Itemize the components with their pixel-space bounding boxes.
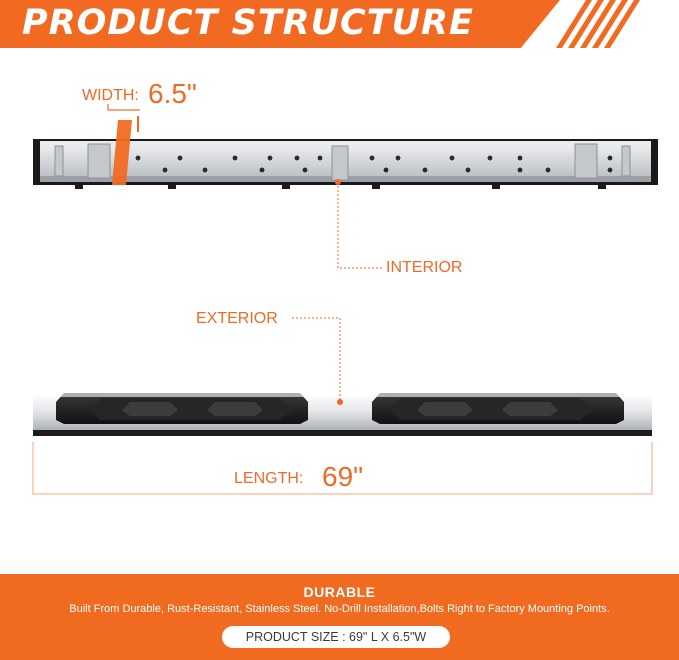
footer-description: Built From Durable, Rust-Resistant, Stai… [69,603,610,615]
length-value: 69" [322,461,364,492]
interior-bar [33,139,658,189]
width-indicator [107,104,140,185]
footer-title: DURABLE [303,584,376,600]
width-label: WIDTH: [82,87,139,104]
length-label: LENGTH: [234,470,304,487]
interior-leader [337,182,383,269]
interior-point [335,179,341,185]
width-value: 6.5" [148,78,197,109]
length-bracket [32,442,653,495]
page-title: PRODUCT STRUCTURE [22,3,474,43]
decorative-stripes [556,0,640,48]
exterior-point [337,399,343,405]
interior-label: INTERIOR [386,259,463,276]
product-size-badge: PRODUCT SIZE : 69" L X 6.5"W [222,626,450,648]
exterior-bar [33,393,652,436]
header-banner [0,0,560,48]
exterior-label: EXTERIOR [196,310,278,327]
exterior-leader [292,317,341,402]
